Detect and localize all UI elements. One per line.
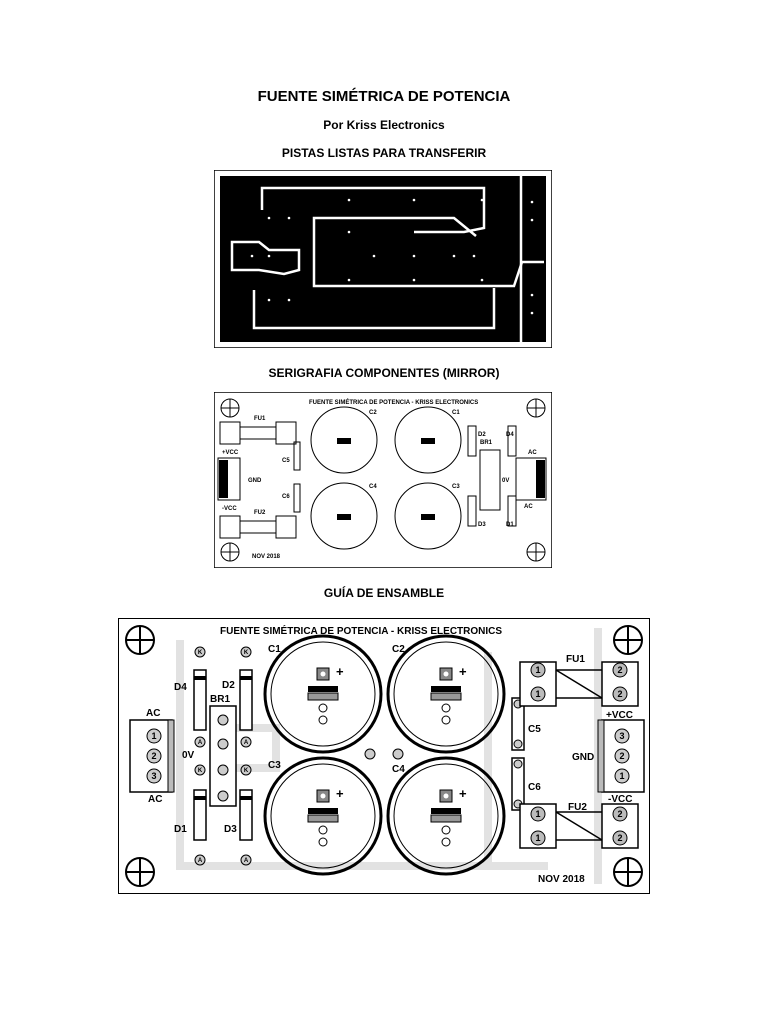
silk-label-fu2: FU2 [254,510,266,516]
d2-k-pad: K [244,650,249,656]
label-br1: BR1 [210,694,230,705]
d4-k-pad: K [198,650,203,656]
silk-label-ac-bottom: AC [524,504,533,510]
d3-k-pad: K [244,768,249,774]
label-d3: D3 [224,824,237,835]
silk-label-vcc-pos: +VCC [222,450,239,456]
silkscreen-header: FUENTE SIMÉTRICA DE POTENCIA - KRISS ELE… [309,398,478,406]
fu1-pin-1a: 1 [535,665,540,675]
label-fu1: FU1 [566,654,585,665]
silk-label-c1: C1 [452,410,460,416]
silk-label-d1: D1 [506,522,514,528]
author-line: Por Kriss Electronics [323,118,445,132]
label-ac-top: AC [146,708,160,719]
c2-plus: + [459,664,467,679]
out-pin-3: 3 [619,731,624,741]
ac-pin-1: 1 [151,731,156,741]
d4-a-pad: A [198,740,203,746]
silk-label-fu1: FU1 [254,416,266,422]
section-silkscreen-heading: SERIGRAFIA COMPONENTES (MIRROR) [268,366,500,380]
fu1-pin-1b: 1 [535,689,540,699]
silk-label-c5: C5 [282,458,290,464]
fu2-pin-1b: 1 [535,833,540,843]
pcb-silkscreen-layout: FUENTE SIMÉTRICA DE POTENCIA - KRISS ELE… [214,392,552,568]
label-c6: C6 [528,782,541,793]
d1-a-pad: A [198,858,203,864]
section-tracks-heading: PISTAS LISTAS PARA TRANSFERIR [281,146,487,160]
out-pin-2: 2 [619,751,624,761]
silk-date: NOV 2018 [252,554,281,560]
silk-label-d4: D4 [506,432,514,438]
label-d1: D1 [174,824,187,835]
fu2-pin-2a: 2 [617,809,622,819]
label-c2: C2 [392,644,405,655]
label-gnd: GND [572,752,594,763]
label-c3: C3 [268,760,281,771]
silk-label-c6: C6 [282,494,290,500]
silk-label-c4: C4 [369,484,377,490]
pcb-tracks-layout [214,170,552,348]
fu1-pin-2a: 2 [617,665,622,675]
fu2-pin-1a: 1 [535,809,540,819]
silk-label-ac-top: AC [528,450,537,456]
d1-k-pad: K [198,768,203,774]
silk-label-vcc-neg: -VCC [222,506,237,512]
silk-label-gnd: GND [248,478,262,484]
silk-label-br1: BR1 [480,440,493,446]
silk-label-0v: 0V [502,478,509,484]
fu2-pin-2b: 2 [617,833,622,843]
silk-label-c2: C2 [369,410,377,416]
label-c4: C4 [392,764,405,775]
fu1-pin-2b: 2 [617,689,622,699]
ac-pin-2: 2 [151,751,156,761]
assembly-header: FUENTE SIMÉTRICA DE POTENCIA - KRISS ELE… [220,624,502,637]
label-vcc-neg: -VCC [608,794,632,805]
c1-plus: + [336,664,344,679]
c3-plus: + [336,786,344,801]
label-d2: D2 [222,680,235,691]
out-pin-1: 1 [619,771,624,781]
label-vcc-pos: +VCC [606,710,633,721]
label-0v: 0V [182,750,195,761]
label-fu2: FU2 [568,802,587,813]
pcb-assembly-guide: 1 2 3 K K A A K K A A [118,618,650,894]
d3-a-pad: A [244,858,249,864]
ac-pin-3: 3 [151,771,156,781]
label-d4: D4 [174,682,187,693]
capacitor-bodies [307,667,462,847]
silk-label-c3: C3 [452,484,460,490]
c4-plus: + [459,786,467,801]
section-assembly-heading: GUÍA DE ENSAMBLE [323,586,445,600]
label-c1: C1 [268,644,281,655]
d2-a-pad: A [244,740,249,746]
silk-label-d3: D3 [478,522,486,528]
label-ac-bottom: AC [148,794,162,805]
silk-label-d2: D2 [478,432,486,438]
document-title: FUENTE SIMÉTRICA DE POTENCIA [257,88,511,105]
label-c5: C5 [528,724,541,735]
label-date: NOV 2018 [538,874,585,885]
